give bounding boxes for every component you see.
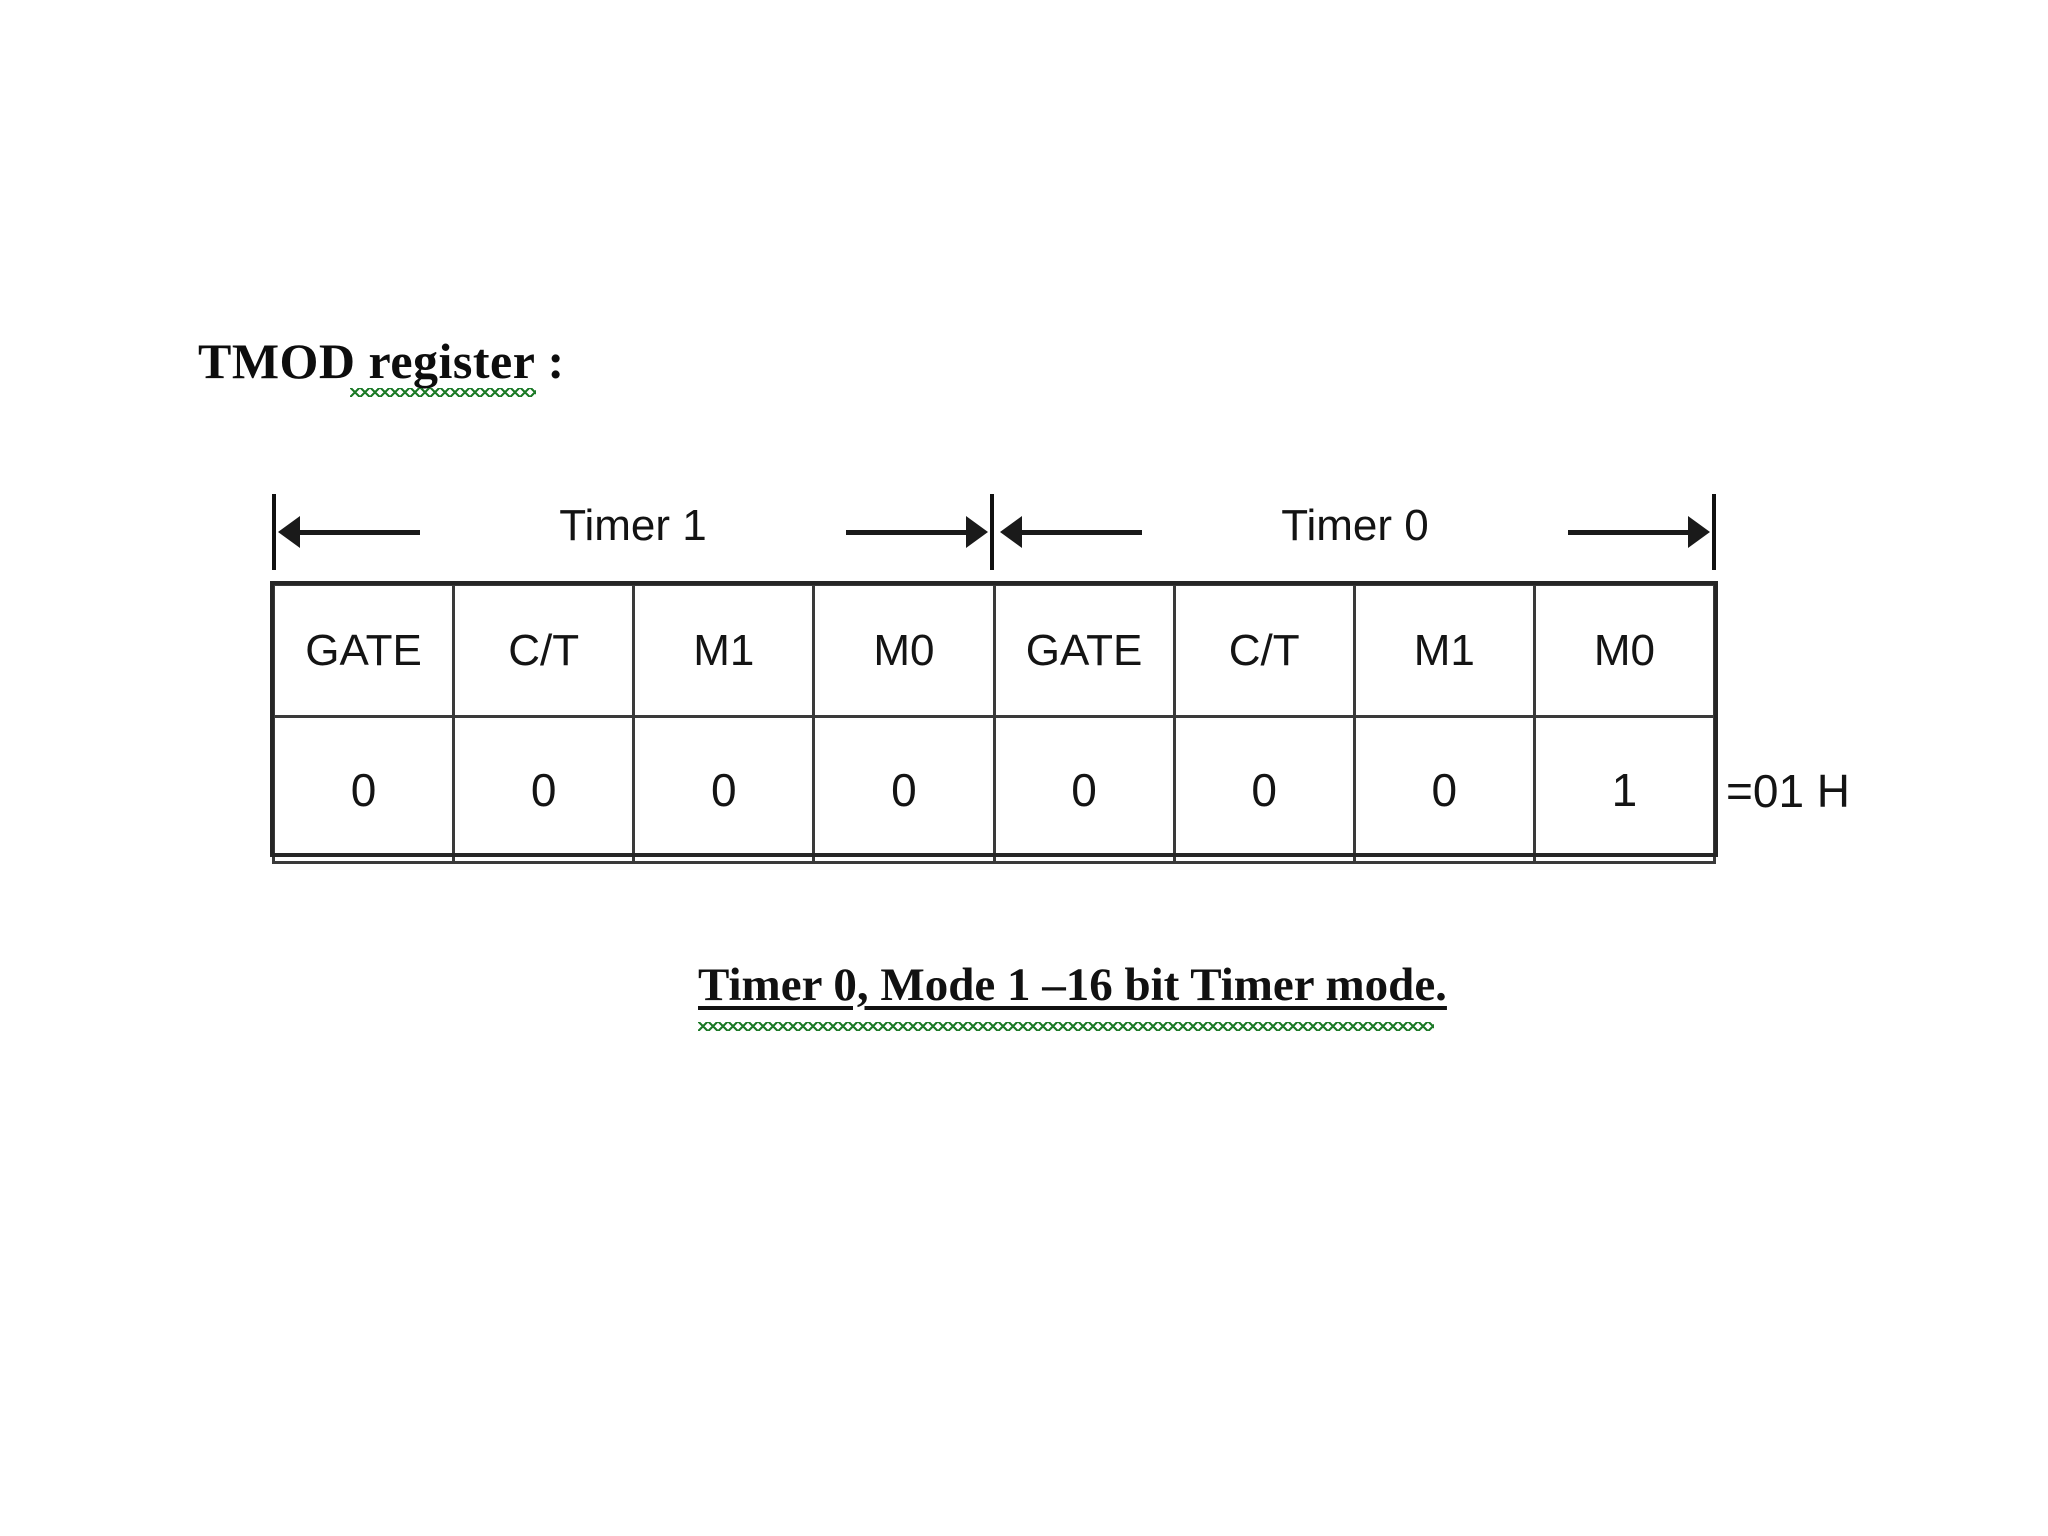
arrow-right-icon: [1688, 516, 1710, 548]
bit-value-cell: 0: [1352, 715, 1536, 864]
bit-name-cell: GATE: [992, 583, 1176, 718]
arrow-line-left: [1014, 530, 1142, 535]
span-end-bar-right-icon: [1712, 494, 1716, 570]
span-end-bar-right-icon: [990, 494, 994, 570]
diagram-caption-text: Timer 0, Mode 1 –16 bit Timer mode.: [698, 959, 1447, 1011]
span-end-bar-left-icon: [272, 494, 276, 570]
diagram-caption: Timer 0, Mode 1 –16 bit Timer mode.: [698, 959, 1447, 1031]
bit-value-cell: 0: [271, 715, 456, 864]
spellcheck-squiggle-icon: [698, 1022, 1434, 1031]
page-title-text: TMOD register :: [198, 333, 565, 389]
bit-name-cell: M1: [632, 583, 816, 718]
bit-value-cell: 0: [632, 715, 816, 864]
timer1-span-group: Timer 1: [272, 486, 994, 578]
arrow-right-icon: [966, 516, 988, 548]
bit-value-cell: 0: [992, 715, 1176, 864]
bit-value-cell: 0: [812, 715, 996, 864]
bit-name-cell: M0: [812, 583, 996, 718]
arrow-line-right: [1568, 530, 1696, 535]
timer0-span-group: Timer 0: [994, 486, 1716, 578]
bit-name-cell: C/T: [1172, 583, 1356, 718]
bit-name-cell: M1: [1352, 583, 1536, 718]
page-title: TMOD register :: [198, 333, 565, 397]
hex-value-label: =01 H: [1726, 765, 1851, 817]
bit-values-row: 0 0 0 0 0 0 0 1: [271, 715, 1717, 864]
bit-value-cell: 0: [452, 715, 636, 864]
bit-name-cell: M0: [1532, 583, 1717, 718]
bit-name-cell: C/T: [452, 583, 636, 718]
bit-name-cell: GATE: [271, 583, 456, 718]
arrow-line-left: [292, 530, 420, 535]
bit-names-row: GATE C/T M1 M0 GATE C/T M1 M0: [271, 583, 1717, 718]
spellcheck-squiggle-icon: [350, 388, 536, 397]
timer0-span-label: Timer 0: [1281, 501, 1429, 550]
timer-span-row: Timer 1 Timer 0: [272, 486, 1716, 578]
tmod-bit-table: GATE C/T M1 M0 GATE C/T M1 M0 0 0 0 0 0 …: [271, 583, 1717, 864]
bit-value-cell: 0: [1172, 715, 1356, 864]
bit-value-cell: 1: [1532, 715, 1717, 864]
timer1-span-label: Timer 1: [559, 501, 707, 550]
arrow-left-icon: [1000, 516, 1022, 548]
arrow-line-right: [846, 530, 974, 535]
arrow-left-icon: [278, 516, 300, 548]
